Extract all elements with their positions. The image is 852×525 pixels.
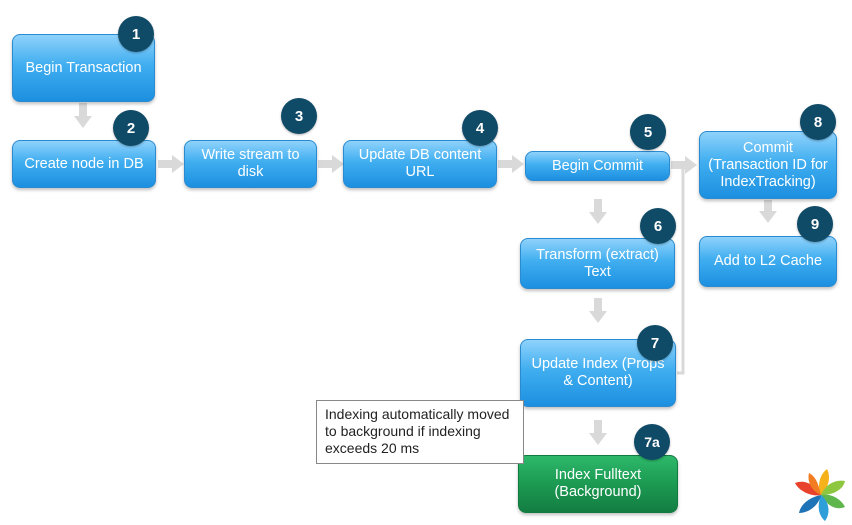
step-update-db-url: Update DB content URL [343, 140, 497, 188]
connector-3-4-arrow [332, 155, 344, 173]
connector-2-3-arrow [172, 155, 184, 173]
connector-4-5-arrow [512, 155, 524, 173]
step-label: Index Fulltext (Background) [554, 467, 642, 500]
connector-7-7a [594, 420, 602, 434]
connector-8-9 [764, 200, 772, 212]
step-create-node: Create node in DB [12, 140, 156, 188]
step-add-l2-cache: Add to L2 Cache [699, 236, 837, 287]
connector-7-7a-arrow [589, 433, 607, 445]
step-number-badge: 7 [637, 325, 673, 361]
step-label: Commit (Transaction ID for IndexTracking… [708, 139, 828, 190]
step-index-fulltext: Index Fulltext (Background) [518, 455, 678, 513]
step-number-badge: 6 [640, 208, 676, 244]
step-label: Add to L2 Cache [713, 253, 823, 269]
connector-5-6 [594, 199, 602, 213]
step-number-badge: 4 [462, 110, 498, 146]
step-label: Begin Commit [551, 157, 644, 174]
connector-7-to-commit [677, 169, 685, 375]
connector-5-8 [671, 161, 687, 169]
step-number-badge: 8 [800, 104, 836, 140]
connector-5-8-arrow [685, 156, 697, 174]
step-transform-text: Transform (extract) Text [520, 238, 675, 289]
step-number-badge: 9 [797, 206, 833, 242]
step-commit-transaction: Commit (Transaction ID for IndexTracking… [699, 131, 837, 199]
connector-5-6-arrow [589, 212, 607, 224]
step-number-badge: 2 [113, 110, 149, 146]
step-number-badge: 3 [281, 98, 317, 134]
connector-2-3 [158, 160, 174, 168]
connector-8-9-arrow [759, 211, 777, 223]
connector-1-2-arrow [74, 116, 92, 128]
step-label: Create node in DB [24, 155, 144, 172]
step-number-badge: 1 [118, 16, 154, 52]
step-label: Write stream to disk [201, 147, 300, 180]
connector-1-2 [79, 103, 87, 117]
step-label: Begin Transaction [25, 59, 142, 76]
connector-3-4 [318, 160, 334, 168]
step-write-stream: Write stream to disk [184, 140, 317, 188]
step-number-badge: 7a [634, 424, 670, 460]
step-begin-transaction: Begin Transaction [12, 34, 155, 102]
indexing-note: Indexing automatically moved to backgrou… [316, 400, 524, 464]
connector-6-7 [594, 298, 602, 312]
step-begin-commit: Begin Commit [525, 151, 670, 181]
connector-6-7-arrow [589, 311, 607, 323]
alfresco-flower-logo [795, 469, 845, 521]
step-number-badge: 5 [630, 114, 666, 150]
step-label: Update Index (Props & Content) [531, 356, 665, 389]
step-label: Update DB content URL [358, 147, 482, 180]
step-label: Transform (extract) Text [536, 246, 659, 280]
connector-4-5 [498, 160, 514, 168]
